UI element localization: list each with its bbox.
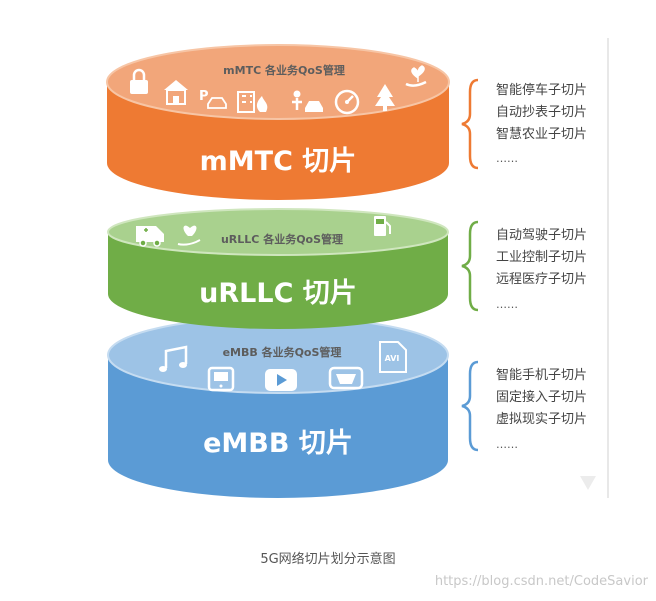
mmtc-layer: mMTC 各业务QoS管理 P [106,44,450,200]
urllc-use-case-2: 工业控制子切片 [496,250,587,265]
mmtc-use-case-3: 智慧农业子切片 [496,126,587,142]
mmtc-use-case-1: 智能停车子切片 [496,82,587,98]
avi-file-icon: AVI [379,341,407,373]
urllc-top-edge [107,208,449,256]
tablet-icon [207,366,235,392]
urllc-use-case-1: 自动驾驶子切片 [496,228,587,243]
embb-layer: eMBB 各业务QoS管理 AVI eMBB 切片 [107,316,449,498]
embb-title: eMBB 切片 [203,428,353,459]
heart-hand-icon [177,225,201,246]
urllc-use-cases: 自动驾驶子切片 工业控制子切片 远程医疗子切片 …… [496,228,587,311]
svg-text:P: P [199,89,209,104]
urllc-use-case-3: 远程医疗子切片 [496,272,587,287]
mmtc-qos-label: mMTC 各业务QoS管理 [223,63,345,77]
urllc-qos-label: uRLLC 各业务QoS管理 [221,232,343,246]
music-icon [159,345,188,372]
embb-use-case-more: …… [496,438,518,451]
urllc-side [108,232,448,329]
lock-icon [130,68,148,94]
tree-icon [375,84,395,111]
mmtc-title: mMTC 切片 [200,146,357,177]
vr-headset-icon [328,366,364,390]
house-icon [164,80,188,105]
fuel-pump-icon [374,216,391,236]
mmtc-brace [461,78,479,170]
urllc-title: uRLLC 切片 [199,278,357,309]
embb-brace [461,360,479,452]
parking-car-icon: P [199,89,227,109]
embb-use-case-2: 固定接入子切片 [496,389,587,405]
urllc-use-case-more: …… [496,298,518,311]
corner-logo-icon [580,476,596,490]
building-fire-icon [237,91,268,113]
embb-use-case-3: 虚拟现实子切片 [496,412,587,427]
embb-use-cases: 智能手机子切片 固定接入子切片 虚拟现实子切片 …… [496,368,587,451]
urllc-brace [461,220,479,312]
urllc-layer: uRLLC 各业务QoS管理 uRLLC 切片 [107,208,449,329]
plant-hand-icon [405,65,427,87]
mmtc-use-cases: 智能停车子切片 自动抄表子切片 智慧农业子切片 …… [496,82,587,165]
mmtc-use-case-more: …… [496,152,518,165]
mmtc-top [107,45,449,119]
svg-text:AVI: AVI [385,354,400,363]
embb-side [108,355,448,498]
play-icon [265,369,297,391]
person-car-icon [292,90,323,112]
mmtc-top-edge [106,44,450,120]
gauge-icon [334,89,360,115]
mmtc-use-case-2: 自动抄表子切片 [496,105,587,120]
figure-caption: 5G网络切片划分示意图 [260,552,396,567]
ambulance-icon [136,226,164,247]
embb-qos-label: eMBB 各业务QoS管理 [223,345,342,359]
embb-use-case-1: 智能手机子切片 [496,368,587,383]
watermark-url: https://blog.csdn.net/CodeSavior [434,574,648,589]
